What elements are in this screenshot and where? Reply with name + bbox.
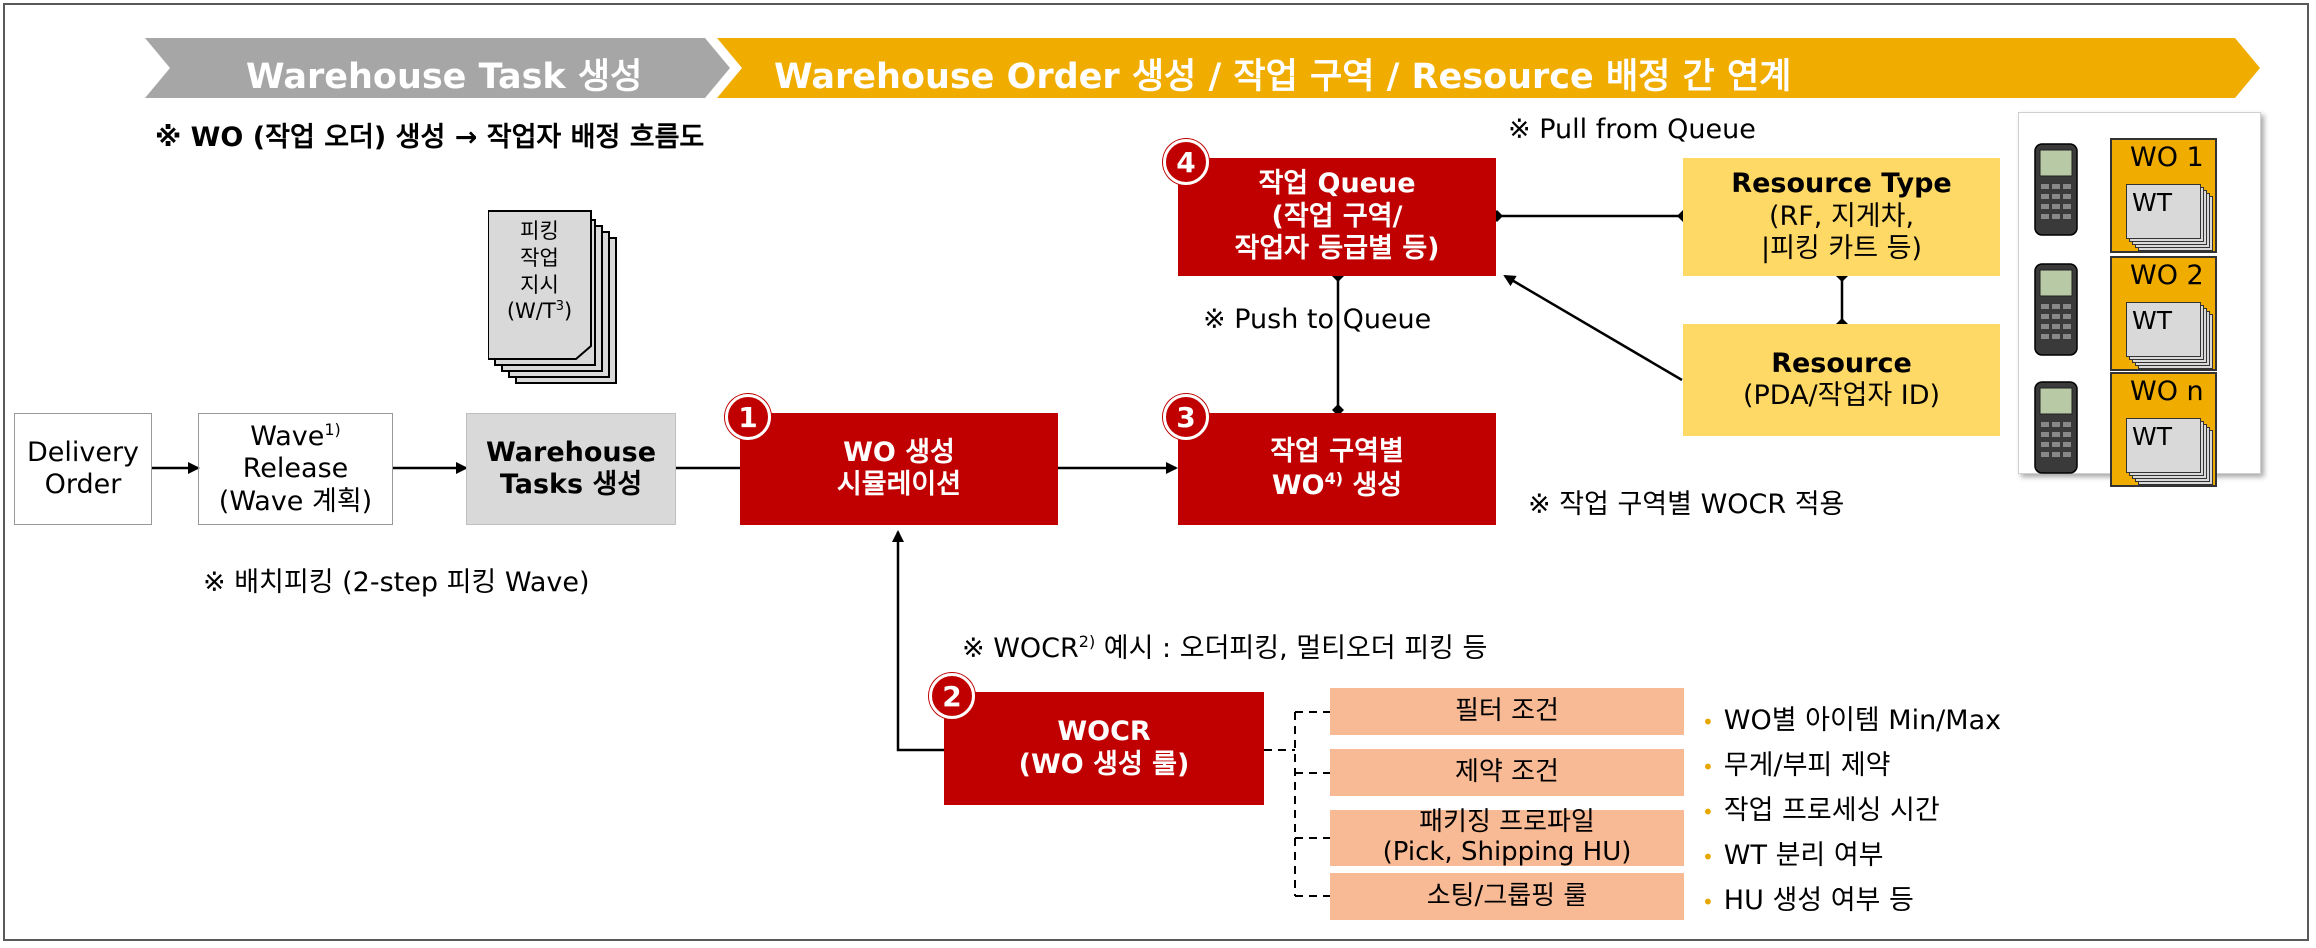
zone-wo-line1: 작업 구역별 bbox=[1270, 436, 1404, 468]
wocr-bracket bbox=[1264, 711, 1330, 897]
restype-line2: (RF, 지게차, bbox=[1768, 200, 1915, 232]
zone-wo-box: 작업 구역별 WO4) 생성 bbox=[1178, 413, 1496, 525]
wo-card-2-title: WO 2 bbox=[2130, 260, 2204, 291]
wt-doc-line2: 작업 bbox=[520, 245, 559, 270]
diagram-frame bbox=[3, 3, 2309, 941]
wocr-box: WOCR (WO 생성 룰) bbox=[944, 692, 1264, 805]
note-push-queue: ※ Push to Queue bbox=[1203, 304, 1432, 335]
arrow-wocr-sim bbox=[892, 530, 944, 752]
wocr-line2: (WO 생성 룰) bbox=[1018, 748, 1190, 780]
queue-line2: (작업 구역/ bbox=[1271, 200, 1403, 232]
wt-doc-line3: 지시 bbox=[520, 272, 559, 297]
wo-card-1: WO 1 WT bbox=[2110, 138, 2217, 253]
bullet-item-4: •WT 분리 여부 bbox=[1702, 840, 1884, 871]
zone-wo-line2: WO4) 생성 bbox=[1271, 468, 1403, 501]
bullet-item-3: •작업 프로세싱 시간 bbox=[1702, 795, 1940, 826]
header-chevrons bbox=[145, 38, 2260, 98]
wocr-line1: WOCR bbox=[1057, 716, 1151, 748]
wave-line1: Wave1) bbox=[250, 419, 341, 452]
badge-3: 3 bbox=[1163, 394, 1209, 440]
header-step2: Warehouse Order 생성 / 작업 구역 / Resource 배정… bbox=[774, 57, 1792, 97]
wave-line2: Release bbox=[242, 453, 349, 485]
wt-create-line1: Warehouse bbox=[485, 436, 657, 468]
wave-release-box: Wave1) Release (Wave 계획) bbox=[198, 413, 393, 525]
wt-label: WT bbox=[2132, 306, 2172, 335]
resource-line2: (PDA/작업자 ID) bbox=[1742, 380, 1941, 411]
note-wocr-example: ※ WOCR2) 예시 : 오더피킹, 멀티오더 피킹 등 bbox=[962, 632, 1488, 664]
cond-filter: 필터 조건 bbox=[1330, 688, 1684, 735]
badge-4: 4 bbox=[1163, 139, 1209, 185]
note-batch-picking: ※ 배치피킹 (2-step 피킹 Wave) bbox=[203, 567, 590, 598]
queue-line1: 작업 Queue bbox=[1258, 168, 1416, 200]
bullet-item-5: •HU 생성 여부 등 bbox=[1702, 885, 1914, 916]
resource-line1: Resource bbox=[1771, 347, 1912, 379]
wt-label: WT bbox=[2132, 188, 2172, 217]
bullet-item-2: •무게/부피 제약 bbox=[1702, 750, 1891, 781]
wt-label: WT bbox=[2132, 422, 2172, 451]
work-queue-box: 작업 Queue (작업 구역/ 작업자 등급별 등) bbox=[1178, 158, 1496, 276]
restype-line3: |피킹 카트 등) bbox=[1761, 233, 1922, 265]
cond-packaging-line2: (Pick, Shipping HU) bbox=[1382, 837, 1632, 867]
wo-card-1-title: WO 1 bbox=[2130, 142, 2204, 173]
note-pull-queue: ※ Pull from Queue bbox=[1508, 114, 1756, 145]
badge-2: 2 bbox=[929, 673, 975, 719]
note-wocr-zone: ※ 작업 구역별 WOCR 적용 bbox=[1528, 489, 1845, 520]
resource-type-box: Resource Type (RF, 지게차, |피킹 카트 등) bbox=[1683, 158, 2000, 276]
cond-constraint: 제약 조건 bbox=[1330, 749, 1684, 796]
wo-card-n-title: WO n bbox=[2130, 376, 2204, 407]
badge-1: 1 bbox=[725, 394, 771, 440]
wo-sim-line2: 시뮬레이션 bbox=[836, 469, 962, 500]
subtitle: ※ WO (작업 오더) 생성 → 작업자 배정 흐름도 bbox=[155, 122, 705, 153]
cond-packaging-line1: 패키징 프로파일 bbox=[1419, 807, 1595, 838]
wt-doc-line4: (W/T3) bbox=[506, 299, 573, 324]
pda-device-icon bbox=[2034, 381, 2078, 474]
resource-box: Resource (PDA/작업자 ID) bbox=[1683, 324, 2000, 436]
delivery-order-box: Delivery Order bbox=[14, 413, 152, 525]
restype-line1: Resource Type bbox=[1731, 168, 1952, 200]
cond-packaging: 패키징 프로파일 (Pick, Shipping HU) bbox=[1330, 807, 1684, 867]
wt-document-text: 피킹 작업 지시 (W/T3) bbox=[488, 214, 591, 329]
header-step1: Warehouse Task 생성 bbox=[246, 57, 643, 97]
queue-line3: 작업자 등급별 등) bbox=[1234, 233, 1440, 265]
wt-document-stack bbox=[488, 210, 617, 384]
delivery-line1: Delivery bbox=[26, 436, 140, 468]
warehouse-tasks-box: Warehouse Tasks 생성 bbox=[466, 413, 676, 525]
wt-doc-line1: 피킹 bbox=[520, 218, 559, 243]
pda-device-icon bbox=[2034, 263, 2078, 356]
arrow-resource-queue bbox=[1503, 274, 1683, 382]
pda-device-icon bbox=[2034, 143, 2078, 236]
wave-line3: (Wave 계획) bbox=[218, 485, 373, 517]
wo-simulation-box: WO 생성 시뮬레이션 bbox=[740, 413, 1058, 525]
wo-card-n: WO n WT bbox=[2110, 372, 2217, 487]
wo-sim-line1: WO 생성 bbox=[843, 436, 955, 468]
chevron-yellow bbox=[717, 38, 2260, 98]
bullet-item-1: •WO별 아이템 Min/Max bbox=[1702, 705, 2002, 736]
cond-sorting: 소팅/그룹핑 룰 bbox=[1330, 873, 1684, 920]
wt-create-line2: Tasks 생성 bbox=[499, 469, 643, 500]
wo-card-2: WO 2 WT bbox=[2110, 256, 2217, 371]
delivery-line2: Order bbox=[44, 469, 122, 500]
chevron-grey bbox=[145, 38, 730, 98]
